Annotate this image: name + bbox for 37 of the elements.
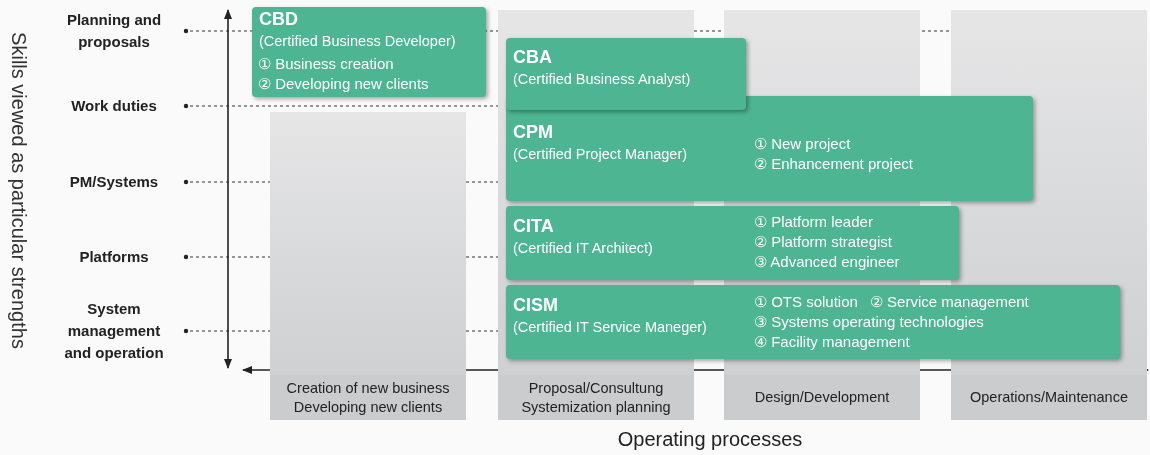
process-label: Operations/Maintenance (951, 375, 1147, 420)
row-label: PM/Systems (68, 172, 160, 192)
skill-item: ① Platform leader (754, 212, 873, 232)
certification-code: CISM (513, 295, 558, 316)
certification-code: CBD (259, 9, 298, 30)
certification-code: CBA (513, 47, 552, 68)
process-label: Creation of new business Developing new clients (270, 375, 466, 420)
skill-item: ④ Facility management (754, 332, 910, 352)
certification-box (506, 285, 1120, 359)
skill-item: ① New project (754, 134, 851, 154)
certification-name: (Certified Project Manager) (513, 146, 688, 162)
certification-box (506, 206, 959, 280)
certification-code: CPM (513, 122, 553, 143)
skill-item: ② Enhancement project (754, 154, 913, 174)
row-label: Platforms (78, 247, 150, 267)
certification-code: CITA (513, 216, 554, 237)
skill-item: ③ Advanced engineer (754, 252, 900, 272)
skill-item: ② Service management (869, 292, 1029, 312)
certification-name: (Certified IT Service Maneger) (513, 319, 707, 335)
process-label: Design/Development (724, 375, 920, 420)
axis-title: Skills viewed as particular strengths (6, 31, 30, 349)
row-label: System management and operation (63, 299, 165, 363)
certification-name: (Certified Business Developer) (259, 33, 456, 49)
skill-item: ① OTS solution (754, 292, 858, 312)
certification-name: (Certified IT Architect) (513, 240, 653, 256)
row-label: Work duties (70, 96, 158, 116)
skill-item: ② Developing new clients (258, 74, 429, 94)
axis-title: Operating processes (616, 428, 804, 451)
certification-name: (Certified Business Analyst) (513, 71, 691, 87)
certification-box (252, 7, 486, 97)
skill-item: ① Business creation (258, 54, 394, 74)
process-label: Proposal/Consultung Systemization planning (498, 375, 694, 420)
skill-item: ② Platform strategist (754, 232, 893, 252)
certification-box (506, 96, 1033, 201)
row-label: Planning and proposals (65, 10, 163, 52)
skill-item: ③ Systems operating technologies (754, 312, 984, 332)
certification-box (506, 38, 746, 110)
